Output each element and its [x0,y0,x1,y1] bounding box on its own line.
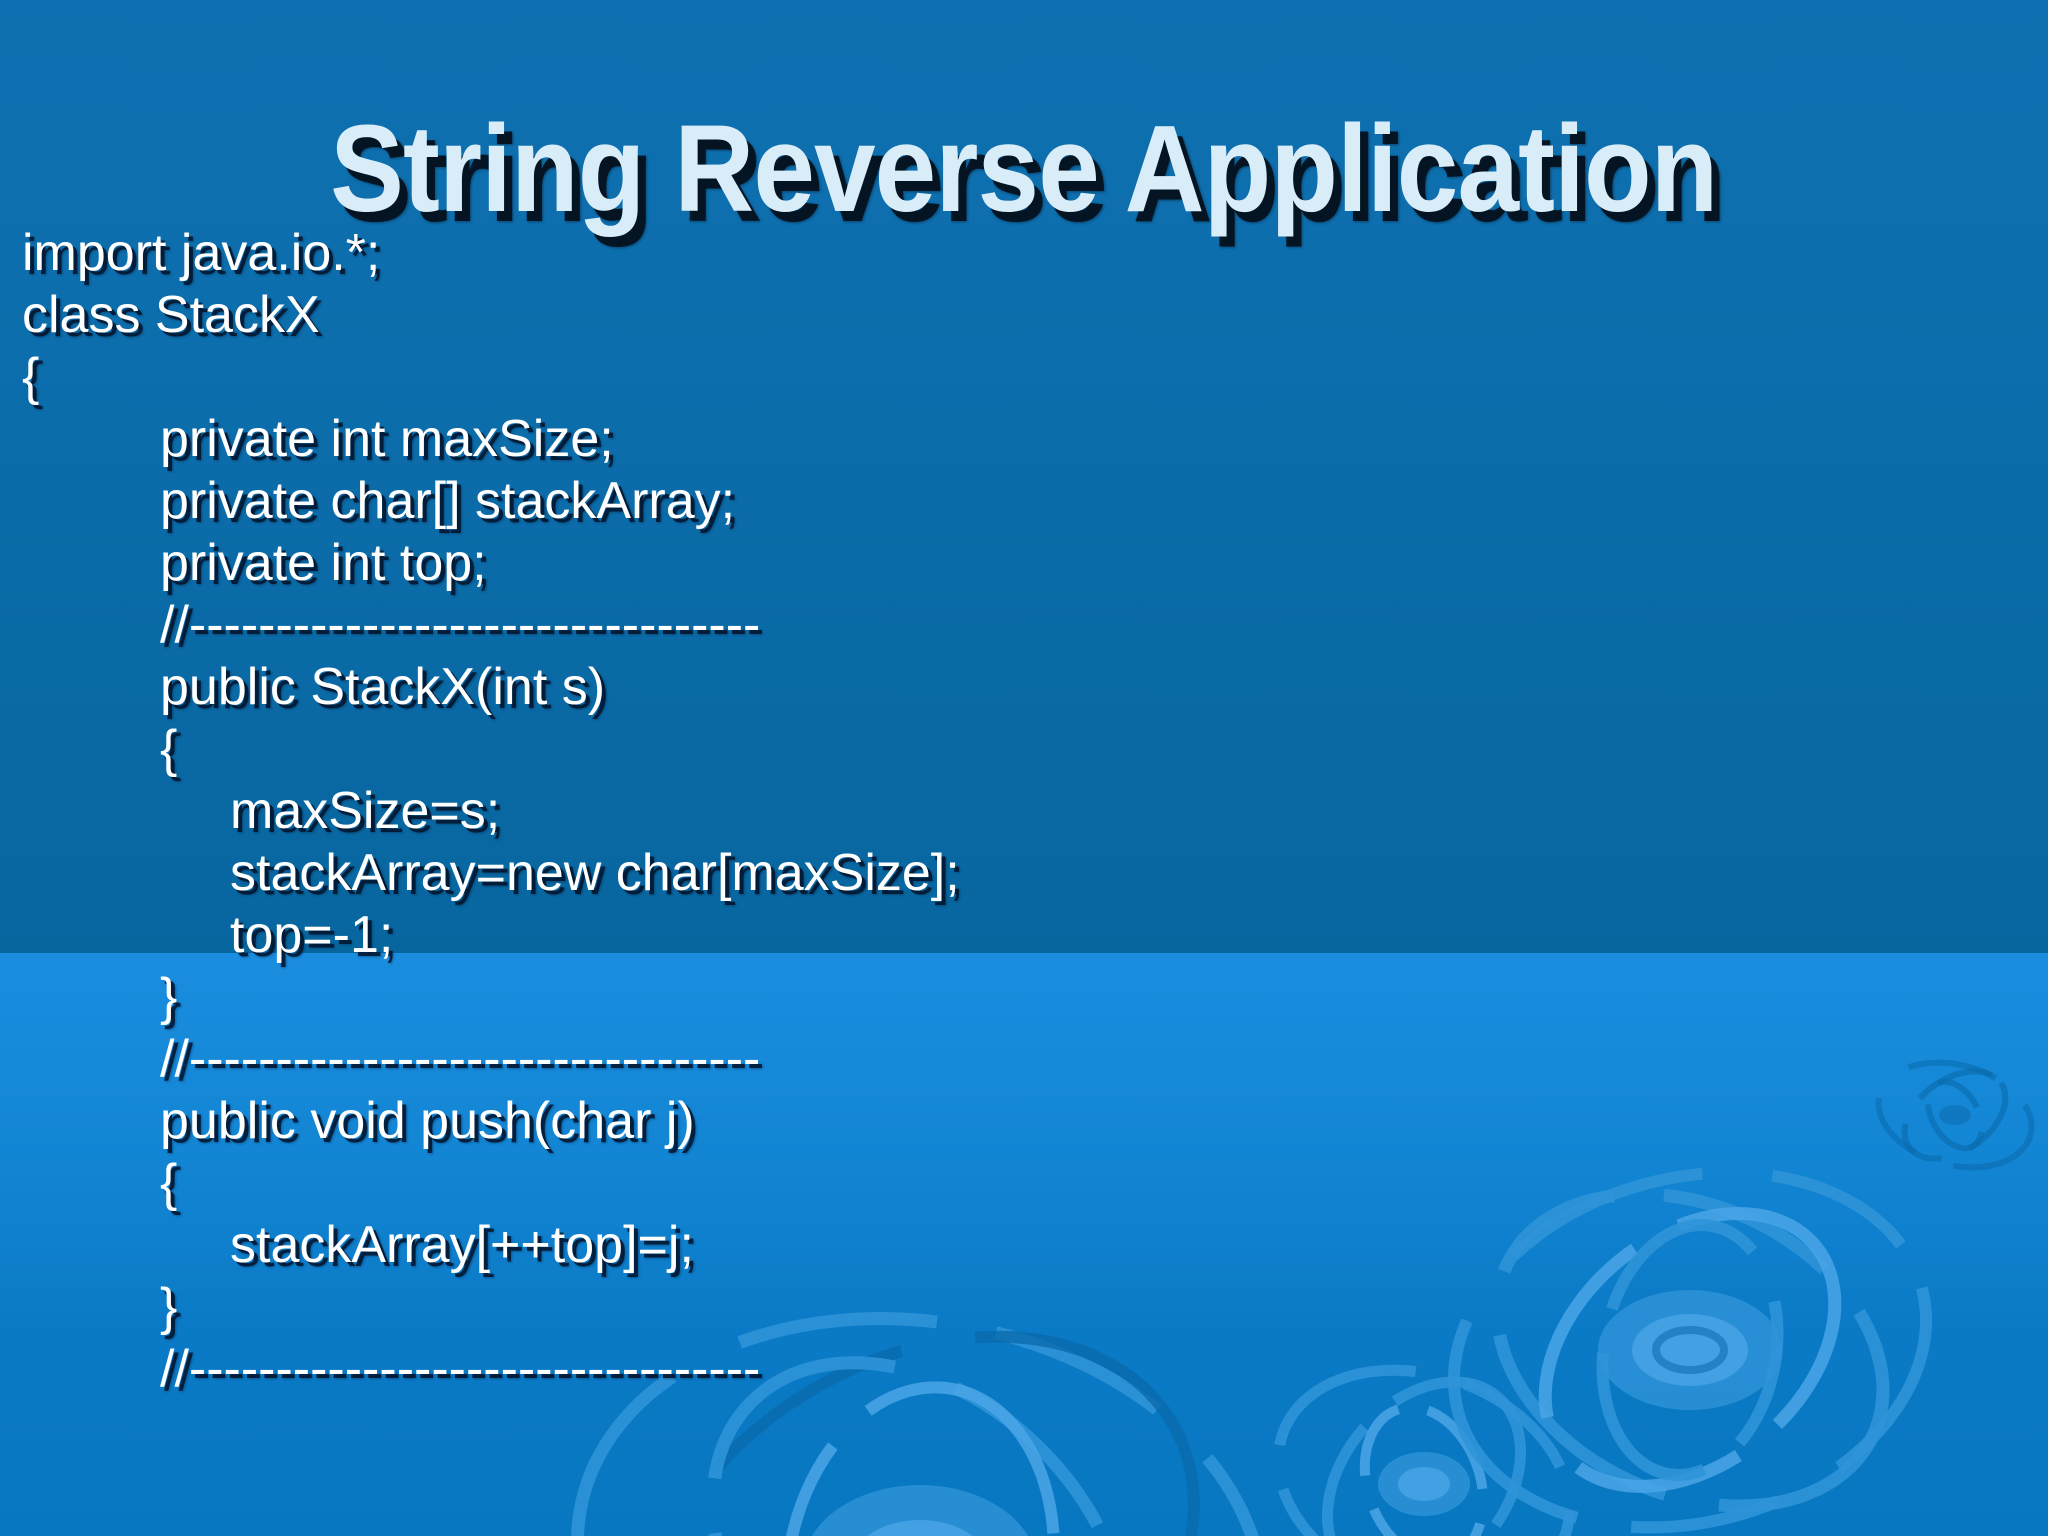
code-line: maxSize=s; [230,782,501,840]
code-line: { [22,348,40,406]
code-line: stackArray[++top]=j; [230,1216,694,1274]
code-line: private char[] stackArray; [160,472,736,530]
code-line: private int top; [160,534,487,592]
water-ripples-decoration [571,1059,2035,1536]
slide-title: String Reverse Application [330,101,1718,239]
code-line: import java.io.*; [22,224,381,282]
code-block: import java.io.*;class StackX{private in… [22,222,1922,1400]
code-line: class StackX [22,286,320,344]
water-ripple-decoration-left [571,1312,1269,1536]
slide-title-area: String Reverse Application [0,26,2048,314]
water-ripple-decoration-small [1875,1059,2035,1171]
code-line: { [160,1154,178,1212]
water-ripple-decoration-right [1447,1166,1933,1534]
background-top-band [0,0,2048,953]
code-line: top=-1; [230,906,394,964]
code-line: //--------------------------------- [160,596,761,654]
code-line: //--------------------------------- [160,1340,761,1398]
code-line: stackArray=new char[maxSize]; [230,844,960,902]
code-line: } [160,968,178,1026]
code-line: { [160,720,178,778]
code-line: } [160,1278,178,1336]
background-bottom-band [0,953,2048,1536]
code-line: private int maxSize; [160,410,614,468]
code-line: public StackX(int s) [160,658,606,716]
code-line: public void push(char j) [160,1092,695,1150]
water-ripple-decoration-middle [1272,1364,1576,1536]
code-line: //--------------------------------- [160,1030,761,1088]
